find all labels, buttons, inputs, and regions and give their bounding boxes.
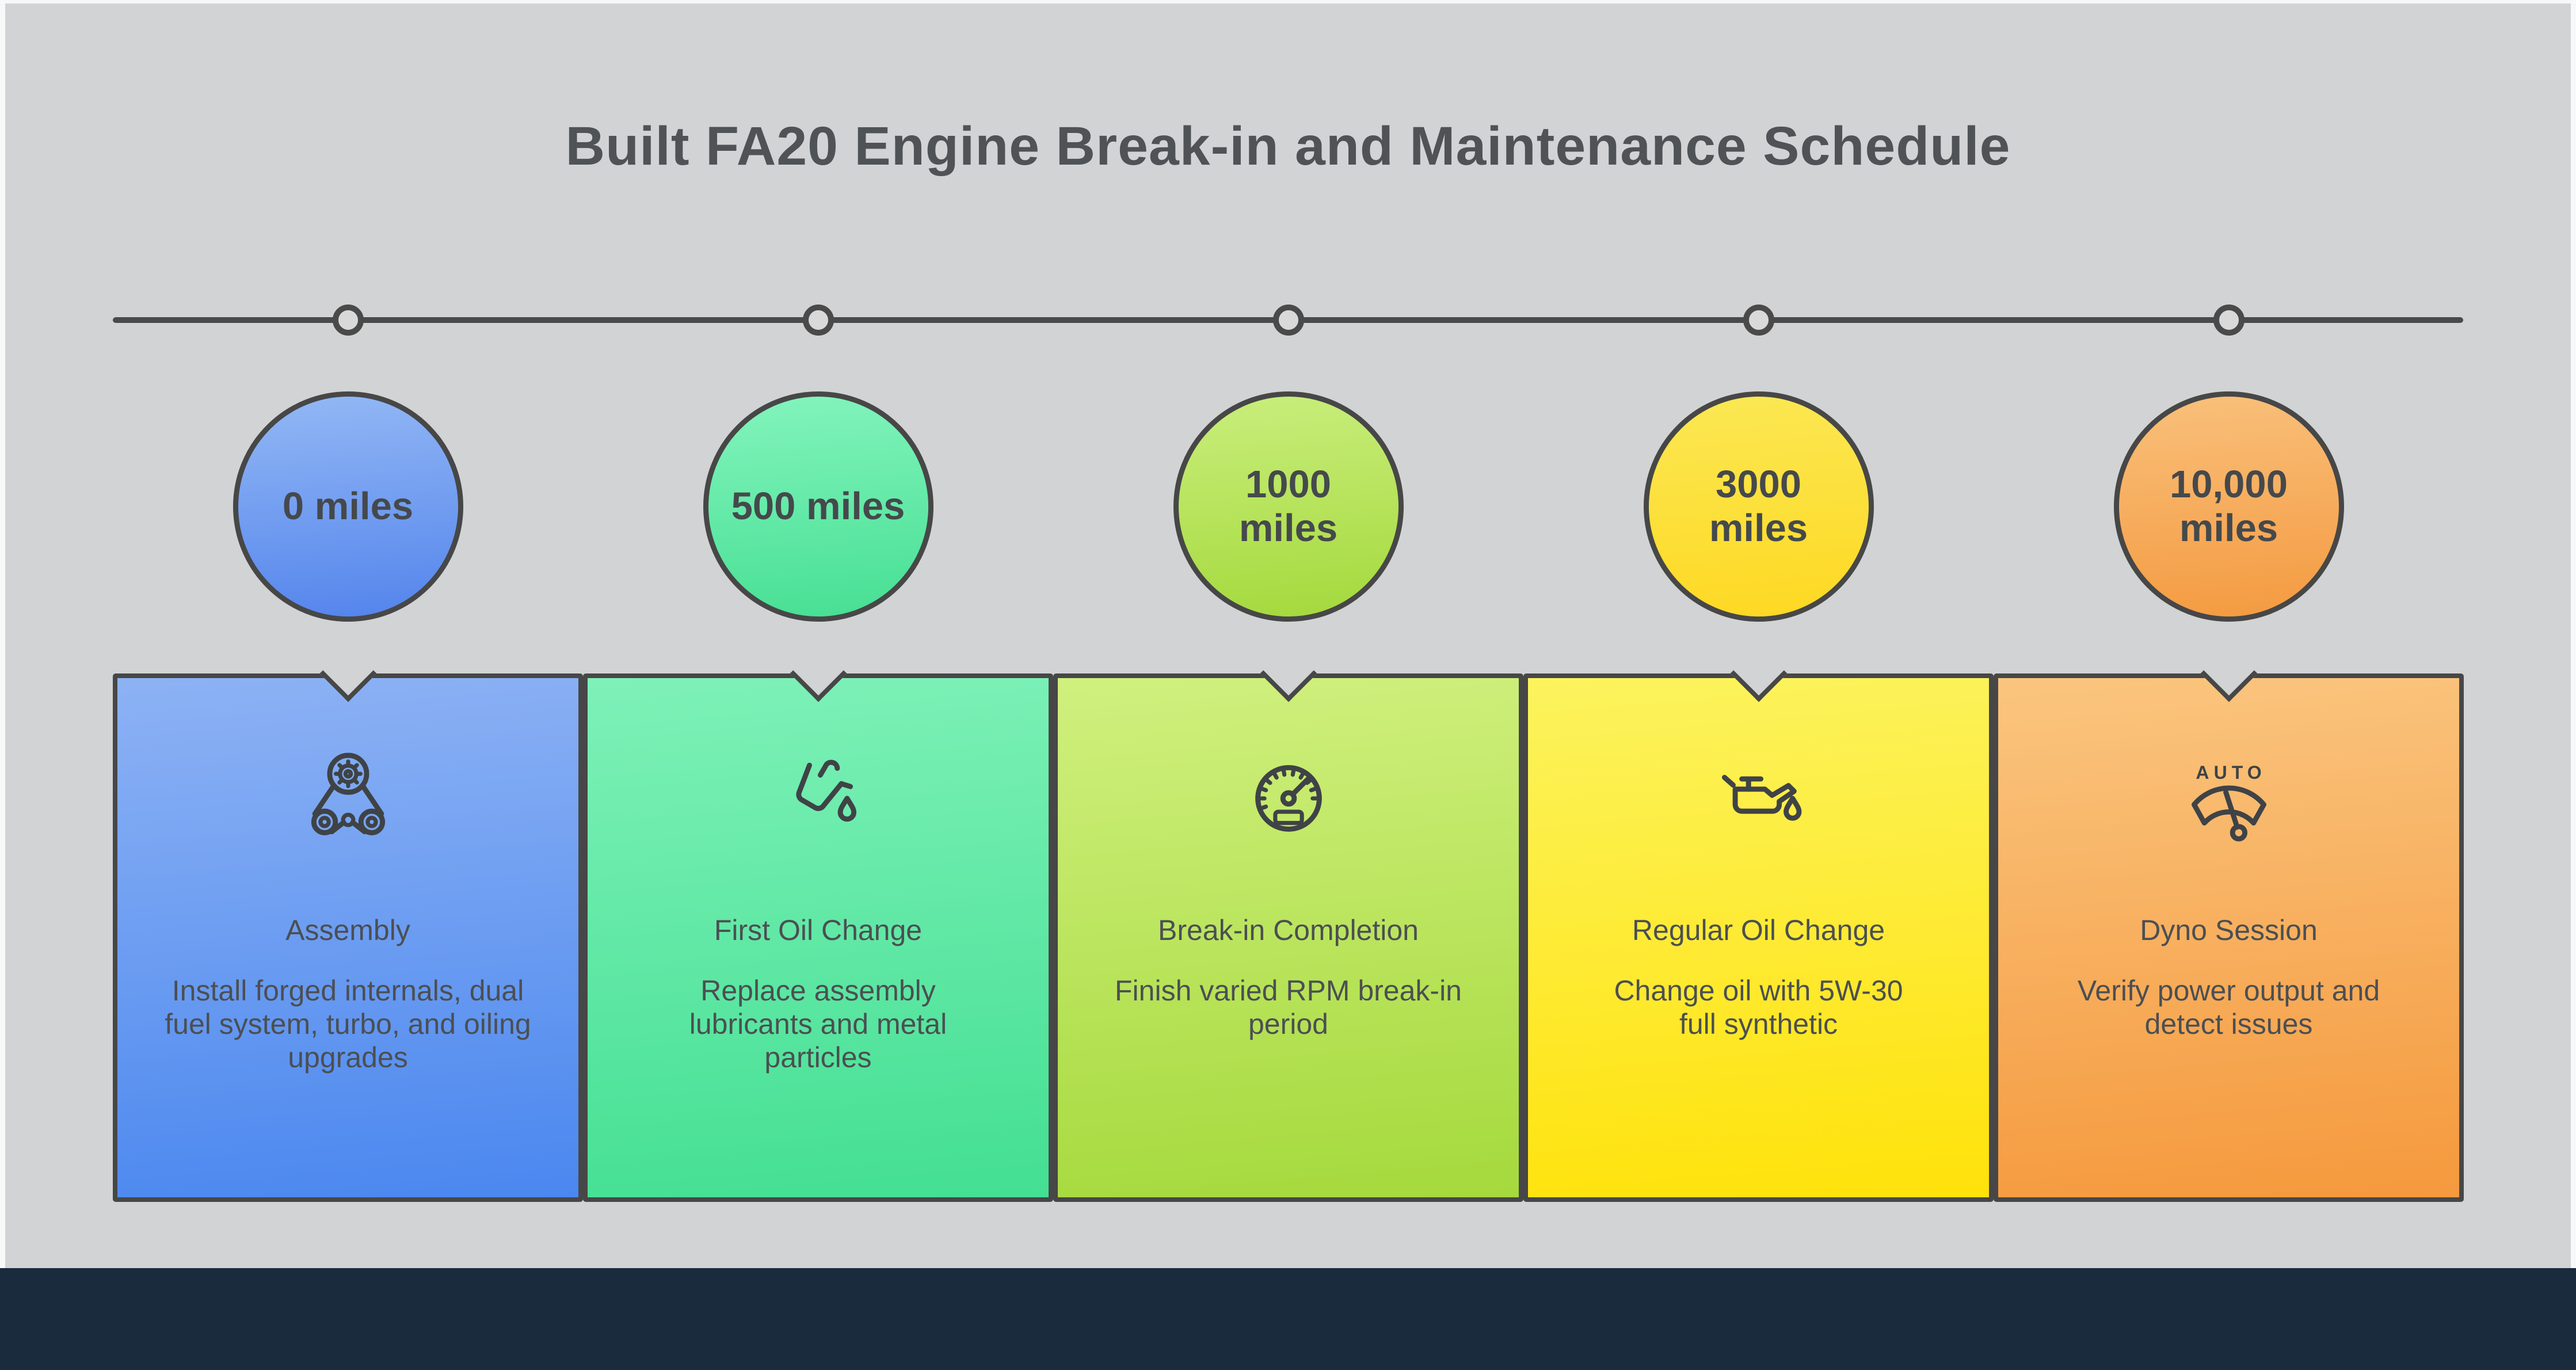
timeline-node bbox=[1273, 305, 1304, 336]
milestone-circle: 0 miles bbox=[233, 391, 463, 622]
card-description: Finish varied RPM break-in period bbox=[1115, 974, 1462, 1040]
card-title: First Oil Change bbox=[714, 914, 923, 946]
page-title: Built FA20 Engine Break-in and Maintenan… bbox=[565, 116, 2011, 177]
milestone-miles-label: 10,000 miles bbox=[2170, 463, 2288, 550]
milestone-miles-label: 500 miles bbox=[731, 485, 905, 528]
timing-belt-icon bbox=[311, 752, 385, 836]
milestone-circle: 1000 miles bbox=[1173, 391, 1404, 622]
timeline-node bbox=[803, 305, 834, 336]
card-title: Regular Oil Change bbox=[1632, 914, 1885, 946]
oil-can-icon bbox=[1721, 775, 1801, 821]
oil-pour-icon bbox=[795, 759, 856, 822]
milestone-circle: 3000 miles bbox=[1643, 391, 1874, 622]
card-title: Break-in Completion bbox=[1158, 914, 1419, 946]
milestone-card: AUTO Dyno Session Verify power output an… bbox=[1994, 645, 2464, 1202]
milestone-miles-label: 0 miles bbox=[282, 485, 414, 528]
timeline-node bbox=[333, 305, 364, 336]
card-notch bbox=[2200, 645, 2257, 702]
dyno-gauge-icon: AUTO bbox=[2191, 762, 2266, 842]
milestone-column: 500 miles First Oil Change Replace assem… bbox=[583, 391, 1053, 1202]
milestone-circle: 10,000 miles bbox=[2113, 391, 2344, 622]
card-description: Verify power output and detect issues bbox=[2077, 974, 2380, 1040]
milestone-card: Assembly Install forged internals, dual … bbox=[113, 645, 583, 1202]
timeline-node bbox=[1743, 305, 1774, 336]
card-notch bbox=[790, 645, 847, 702]
card-description: Install forged internals, dual fuel syst… bbox=[165, 974, 531, 1074]
card-description: Replace assembly lubricants and metal pa… bbox=[689, 974, 947, 1074]
card-title: Assembly bbox=[285, 914, 410, 946]
card-description: Change oil with 5W-30 full synthetic bbox=[1614, 974, 1903, 1040]
milestone-column: 10,000 miles AUTO Dyno Session Verify po… bbox=[1994, 391, 2464, 1202]
card-notch bbox=[1730, 645, 1787, 702]
svg-text:AUTO: AUTO bbox=[2196, 762, 2266, 783]
milestone-card: First Oil Change Replace assembly lubric… bbox=[583, 645, 1053, 1202]
milestone-circle: 500 miles bbox=[703, 391, 933, 622]
card-notch bbox=[319, 645, 376, 702]
milestone-card: Break-in Completion Finish varied RPM br… bbox=[1053, 645, 1523, 1202]
footer-bar bbox=[0, 1268, 2576, 1370]
milestone-card: Regular Oil Change Change oil with 5W-30… bbox=[1523, 645, 1994, 1202]
card-title: Dyno Session bbox=[2140, 914, 2318, 946]
milestone-column: 3000 miles Regular Oil Change Change oil… bbox=[1523, 391, 1994, 1202]
milestone-miles-label: 3000 miles bbox=[1709, 463, 1808, 550]
milestone-column: 0 miles Assembly Install forged internal… bbox=[113, 391, 583, 1202]
speedometer-icon bbox=[1255, 765, 1322, 832]
timeline-node bbox=[2213, 305, 2245, 336]
milestone-column: 1000 miles Break-in Completion Finish va… bbox=[1053, 391, 1523, 1202]
milestone-miles-label: 1000 miles bbox=[1239, 463, 1338, 550]
card-notch bbox=[1260, 645, 1317, 702]
